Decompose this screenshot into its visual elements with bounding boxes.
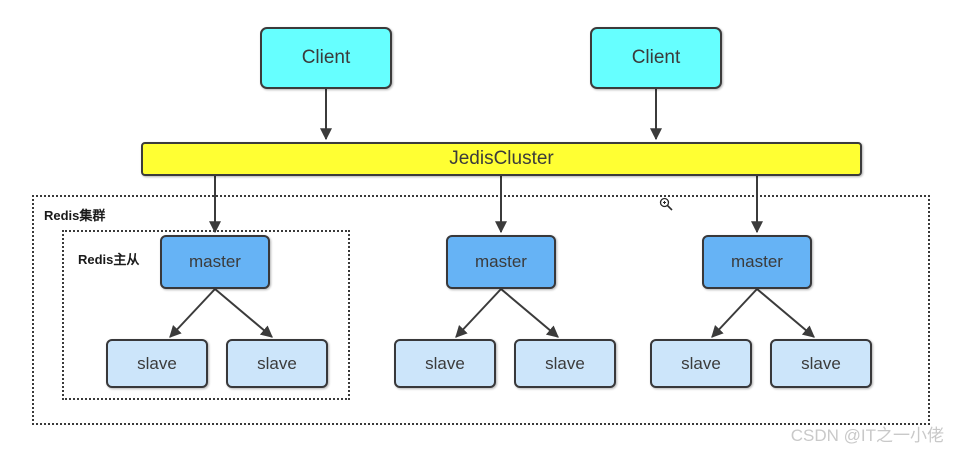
slave-node-1-2[interactable]: slave	[226, 339, 328, 388]
slave-node-2-1[interactable]: slave	[394, 339, 496, 388]
watermark: CSDN @IT之一小佬	[790, 426, 944, 445]
jediscluster-node[interactable]: JedisCluster	[141, 142, 862, 176]
client-node-1[interactable]: Client	[260, 27, 392, 89]
master-node-3[interactable]: master	[702, 235, 812, 289]
master-node-1[interactable]: master	[160, 235, 270, 289]
slave-node-3-1[interactable]: slave	[650, 339, 752, 388]
group-redis-cluster	[32, 195, 930, 425]
group-redis-cluster-label: Redis集群	[44, 208, 106, 223]
client-node-2[interactable]: Client	[590, 27, 722, 89]
group-redis-replication	[62, 230, 350, 400]
master-node-2[interactable]: master	[446, 235, 556, 289]
slave-node-1-1[interactable]: slave	[106, 339, 208, 388]
slave-node-2-2[interactable]: slave	[514, 339, 616, 388]
slave-node-3-2[interactable]: slave	[770, 339, 872, 388]
group-redis-replication-label: Redis主从	[78, 252, 140, 267]
magnifier-cursor-icon	[659, 197, 673, 211]
